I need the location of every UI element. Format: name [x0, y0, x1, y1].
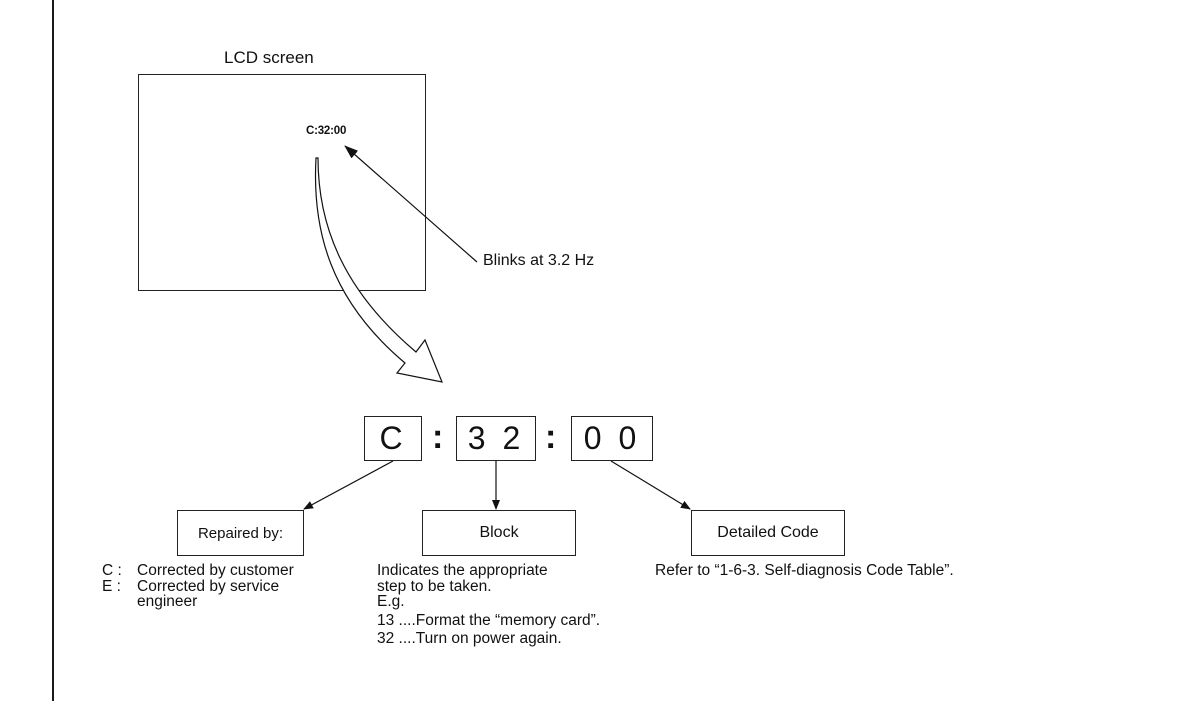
repaired-by-option: E : Corrected by service [102, 577, 294, 595]
detailed-code-description: Refer to “1-6-3. Self-diagnosis Code Tab… [655, 562, 954, 579]
block-example: 13 ....Format the “memory card”. [377, 611, 601, 629]
label-block: Block [422, 510, 576, 556]
blink-rate-label: Blinks at 3.2 Hz [483, 252, 595, 269]
lcd-screen-frame [138, 74, 426, 291]
repaired-by-option-continued: engineer [102, 594, 294, 610]
option-text: Corrected by service [137, 577, 280, 595]
blink-pointer-arrow [344, 145, 478, 263]
block-example: 32 ....Turn on power again. [377, 630, 562, 647]
option-text: Corrected by customer [137, 562, 294, 579]
code-box-detailed-code: 0 0 [571, 416, 653, 461]
code-box-repaired-by: C [364, 416, 422, 461]
code-separator: : [432, 418, 444, 456]
lcd-display-code: C:32:00 [306, 125, 347, 137]
lcd-screen-title: LCD screen [224, 48, 314, 67]
block-text-line: E.g. [377, 593, 405, 610]
block-text-line: step to be taken. [377, 577, 492, 595]
option-key: E : [102, 577, 121, 595]
option-key: C : [102, 562, 122, 579]
code-box-block: 3 2 [456, 416, 536, 461]
option-text: engineer [137, 593, 198, 610]
arrow-to-detailed-code [610, 460, 691, 510]
repaired-by-option: C : Corrected by customer [102, 563, 294, 579]
label-repaired-by: Repaired by: [177, 510, 304, 556]
code-separator: : [545, 418, 557, 456]
repaired-by-description: C : Corrected by customer E : Corrected … [102, 563, 294, 610]
label-detailed-code: Detailed Code [691, 510, 845, 556]
curved-hollow-arrow-icon [314, 157, 443, 383]
page-margin-rule [52, 0, 54, 701]
block-description: Indicates the appropriate step to be tak… [377, 563, 600, 647]
arrow-to-repaired-by [303, 460, 394, 510]
block-text-line: Indicates the appropriate [377, 562, 548, 579]
